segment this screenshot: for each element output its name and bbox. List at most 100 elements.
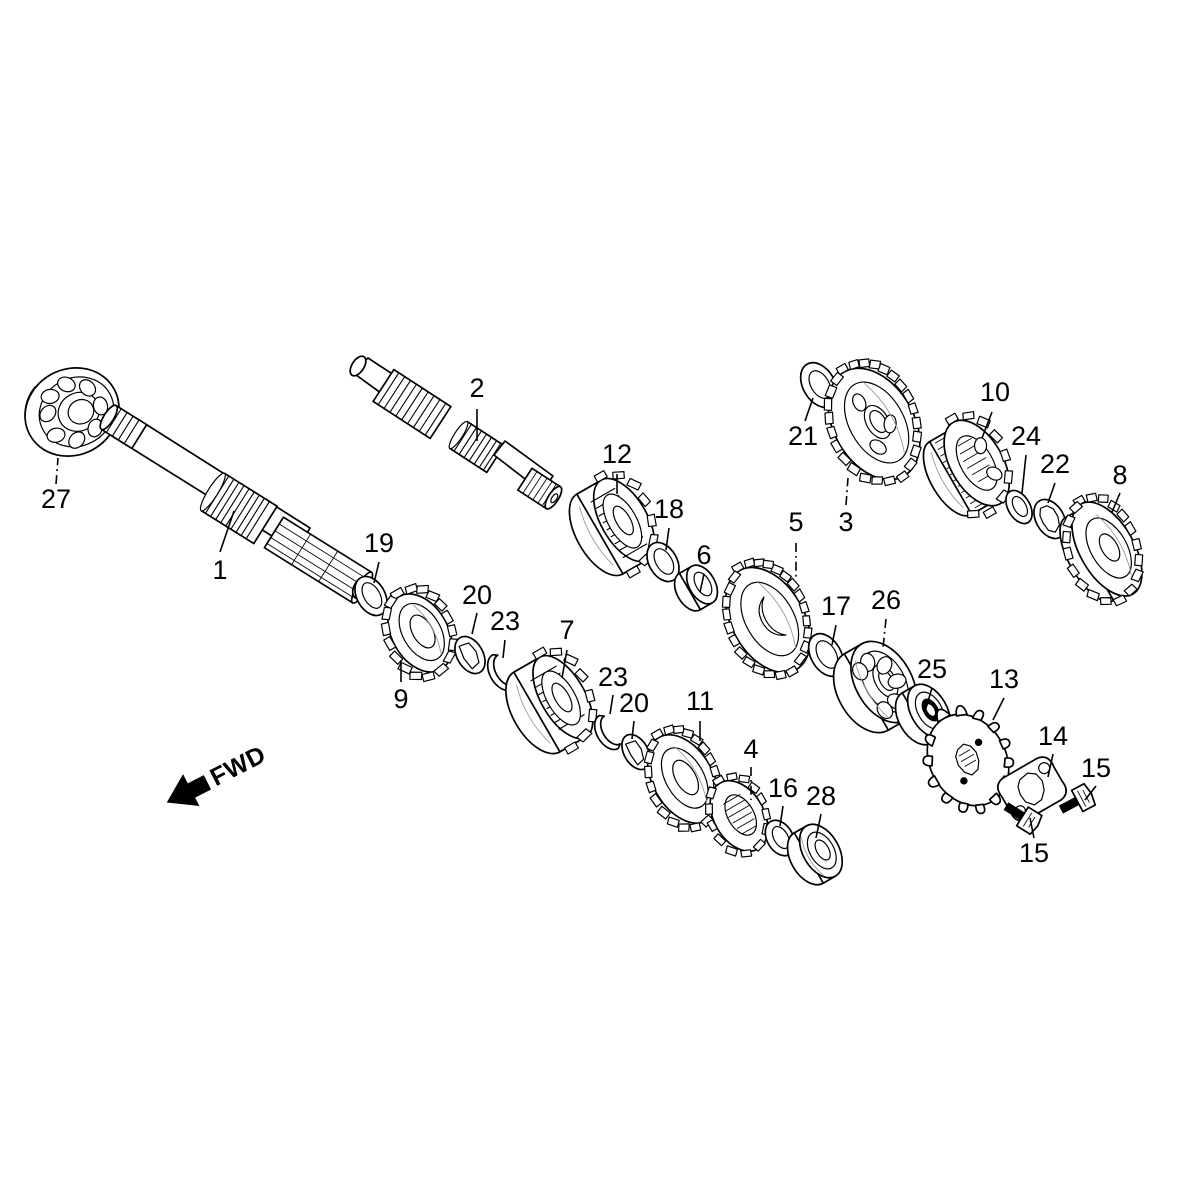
callout-gear-fourth-driven[interactable]: 11: [686, 686, 714, 741]
part-gear-top-driven[interactable]: [363, 572, 476, 693]
callout-number-thrust-washer-splined-b: 20: [619, 688, 649, 718]
leader-line-gear-third-drive: [561, 649, 568, 679]
callout-circlip-a[interactable]: 23: [490, 606, 520, 659]
callout-number-collar-bushing: 6: [696, 540, 711, 570]
part-drive-sprocket[interactable]: [899, 687, 1034, 829]
callout-gear-top-drive[interactable]: 4: [743, 734, 759, 800]
callout-number-lock-washer-splined: 22: [1040, 449, 1070, 479]
callout-thrust-washer-splined-a[interactable]: 20: [462, 580, 492, 635]
callout-thrust-washer-shift[interactable]: 18: [654, 494, 684, 551]
callout-number-countershaft: 2: [469, 373, 484, 403]
part-mainshaft[interactable]: [97, 403, 376, 606]
callout-mainshaft[interactable]: 1: [212, 510, 235, 585]
callout-number-gear-low-driven: 3: [838, 507, 853, 537]
callout-number-sprocket-retainer-plate: 14: [1038, 721, 1068, 751]
callout-gear-low-driven[interactable]: 3: [838, 477, 854, 537]
callout-lock-washer-splined[interactable]: 22: [1040, 449, 1070, 504]
callout-number-thrust-washer-low: 21: [788, 421, 818, 451]
callout-number-thrust-washer-cluster: 24: [1011, 421, 1041, 451]
part-retainer-bolt-lower[interactable]: [1001, 797, 1044, 836]
part-bearing-mainshaft[interactable]: [9, 351, 134, 472]
callout-number-circlip-b: 23: [598, 662, 628, 692]
callout-gear-second-driven[interactable]: 5: [788, 507, 804, 578]
callout-number-circlip-a: 23: [490, 606, 520, 636]
callout-collar-bushing[interactable]: 6: [696, 540, 712, 593]
leader-line-retainer-bolt-lower: [1029, 817, 1035, 839]
callout-number-gear-fourth-driven: 11: [686, 686, 714, 716]
callout-number-retainer-bolt-right: 15: [1081, 753, 1111, 783]
callout-oil-seal[interactable]: 25: [917, 654, 947, 709]
callout-layer: 1234567891011121314151516171819202021222…: [41, 373, 1128, 868]
part-gear-third-drive[interactable]: [490, 635, 617, 769]
callout-countershaft[interactable]: 2: [469, 373, 485, 441]
callout-bearing-small[interactable]: 28: [806, 781, 836, 839]
part-gear-second-driven[interactable]: [697, 543, 836, 695]
leader-line-bearing-small: [815, 813, 822, 839]
part-oil-seal[interactable]: [887, 677, 959, 752]
part-retainer-bolt-right[interactable]: [1056, 782, 1097, 820]
callout-number-gear-third-drive: 7: [559, 615, 574, 645]
callout-thrust-washer-second[interactable]: 17: [821, 591, 851, 646]
callout-number-oil-seal: 25: [917, 654, 947, 684]
leader-line-drive-sprocket: [992, 697, 1005, 721]
part-gear-cluster-second[interactable]: [906, 399, 1033, 534]
callout-thrust-washer-low[interactable]: 21: [788, 397, 818, 451]
callout-bearing-mainshaft[interactable]: 27: [41, 457, 71, 514]
callout-number-mainshaft: 1: [212, 555, 227, 585]
leader-line-circlip-a: [502, 639, 506, 659]
part-countershaft[interactable]: [347, 354, 565, 512]
part-gear-fourth-driven[interactable]: [622, 712, 743, 844]
part-thrust-washer-splined-a[interactable]: [449, 631, 492, 679]
leader-line-bearing-countershaft: [882, 618, 887, 649]
forward-direction-arrow: FWD: [166, 740, 271, 807]
callout-retainer-bolt-right[interactable]: 15: [1081, 753, 1111, 801]
leader-line-sprocket-retainer-plate: [1047, 753, 1054, 778]
leader-line-thrust-washer-splined-b: [631, 720, 635, 740]
callout-gear-first-driven[interactable]: 8: [1111, 460, 1128, 513]
callout-gear-top-driven[interactable]: 9: [393, 660, 409, 714]
callout-thrust-washer-counter[interactable]: 16: [768, 773, 798, 827]
callout-number-retainer-bolt-lower: 15: [1019, 838, 1049, 868]
part-collar-bushing[interactable]: [668, 560, 724, 616]
callout-number-thrust-washer-counter: 16: [768, 773, 798, 803]
part-circlip-b[interactable]: [589, 714, 622, 755]
callout-gear-third-drive[interactable]: 7: [559, 615, 575, 679]
callout-drive-sprocket[interactable]: 13: [989, 664, 1019, 721]
callout-gear-cluster-second[interactable]: 10: [980, 377, 1010, 439]
leader-line-thrust-washer-mainshaft: [373, 561, 380, 584]
callout-thrust-washer-splined-b[interactable]: 20: [619, 688, 649, 740]
callout-number-drive-sprocket: 13: [989, 664, 1019, 694]
callout-thrust-washer-mainshaft[interactable]: 19: [364, 528, 394, 584]
callout-number-bearing-countershaft: 26: [871, 585, 901, 615]
leader-line-thrust-washer-second: [831, 624, 837, 646]
part-thrust-washer-mainshaft[interactable]: [348, 571, 393, 621]
part-thrust-washer-shift[interactable]: [640, 537, 685, 587]
leader-line-oil-seal: [925, 687, 933, 709]
callout-number-gear-first-driven: 8: [1112, 460, 1127, 490]
leader-line-mainshaft: [219, 510, 235, 553]
part-bearing-small[interactable]: [779, 817, 851, 892]
callout-bearing-countershaft[interactable]: 26: [871, 585, 901, 649]
fwd-label: FWD: [206, 740, 271, 791]
callout-number-bearing-mainshaft: 27: [41, 484, 71, 514]
part-gear-low-driven[interactable]: [799, 342, 947, 503]
part-bearing-countershaft[interactable]: [820, 630, 930, 744]
callout-retainer-bolt-lower[interactable]: 15: [1019, 817, 1049, 868]
callout-circlip-b[interactable]: 23: [598, 662, 628, 715]
callout-thrust-washer-cluster[interactable]: 24: [1011, 421, 1041, 494]
callout-number-gear-cluster-shift: 12: [602, 439, 632, 469]
callout-number-gear-cluster-second: 10: [980, 377, 1010, 407]
callout-number-gear-top-driven: 9: [393, 684, 408, 714]
leader-line-circlip-b: [609, 694, 614, 715]
leader-line-bearing-mainshaft: [55, 457, 59, 485]
leader-line-collar-bushing: [699, 573, 705, 593]
leader-line-gear-cluster-second: [981, 411, 993, 439]
leader-line-gear-first-driven: [1111, 492, 1121, 513]
callout-gear-cluster-shift[interactable]: 12: [602, 439, 632, 494]
leader-line-gear-low-driven: [845, 477, 849, 506]
callout-number-thrust-washer-second: 17: [821, 591, 851, 621]
part-gear-first-driven[interactable]: [1038, 480, 1164, 619]
part-thrust-washer-cluster[interactable]: [1000, 486, 1037, 528]
callout-sprocket-retainer-plate[interactable]: 14: [1038, 721, 1068, 778]
callout-number-thrust-washer-splined-a: 20: [462, 580, 492, 610]
